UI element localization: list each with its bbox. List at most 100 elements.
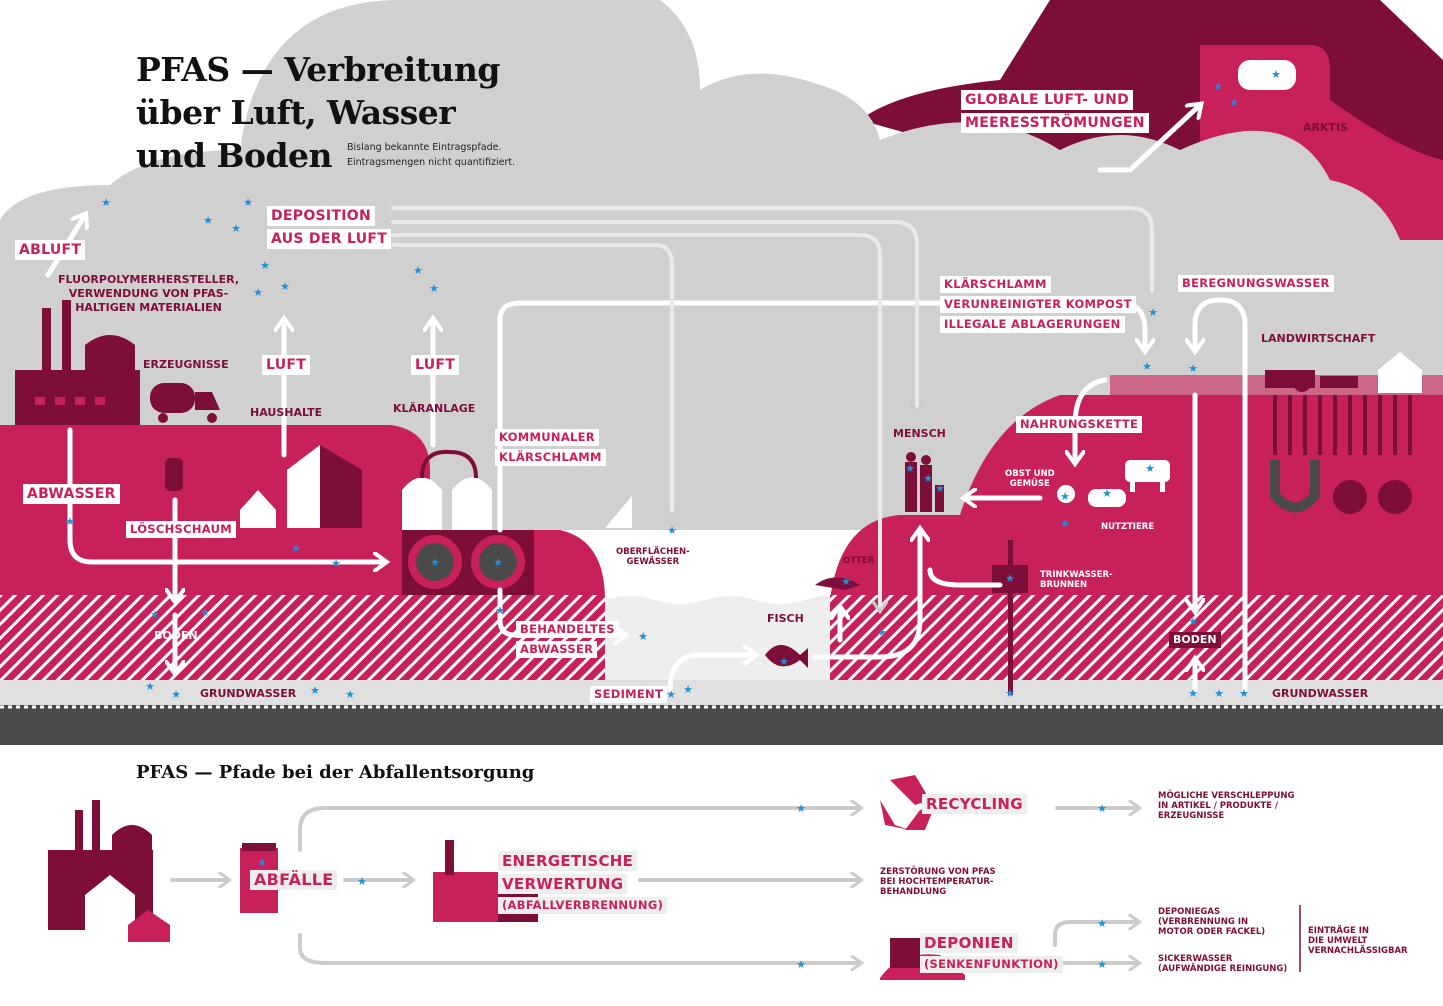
label-boden-right: BODEN [1169, 632, 1221, 648]
label-kommunaler-klaerschlamm: KOMMUNALER KLÄRSCHLAMM [495, 429, 606, 469]
label-nahrungskette: NAHRUNGSKETTE [1016, 416, 1143, 433]
waste-section-title: PFAS — Pfade bei der Abfallentsorgung [136, 762, 535, 783]
label-obst-gemuese: OBST UND GEMÜSE [1005, 469, 1055, 489]
svg-text:★: ★ [291, 542, 301, 555]
svg-text:★: ★ [1214, 687, 1224, 700]
label-zerstoerung: ZERSTÖRUNG VON PFAS BEI HOCHTEMPERATUR- … [880, 867, 996, 897]
label-line: FLUORPOLYMERHERSTELLER, [58, 273, 240, 286]
svg-text:★: ★ [1188, 362, 1198, 375]
svg-text:★: ★ [1148, 306, 1158, 319]
label-line: (VERBRENNUNG IN [1158, 917, 1249, 927]
label-deponiegas: DEPONIEGAS (VERBRENNUNG IN MOTOR ODER FA… [1158, 907, 1265, 937]
label-line: KLÄRSCHLAMM [495, 449, 606, 466]
title-line: PFAS — Verbreitung [136, 50, 500, 89]
polar-bear-icon [1238, 60, 1296, 90]
label-beregnungswasser: BEREGNUNGSWASSER [1178, 275, 1334, 292]
svg-text:★: ★ [345, 688, 355, 701]
label-boden-left: BODEN [154, 629, 198, 642]
svg-text:★: ★ [1188, 687, 1198, 700]
svg-text:★: ★ [1271, 68, 1281, 81]
subtitle: Bislang bekannte Eintragspfade. Eintrags… [347, 140, 515, 170]
label-erzeugnisse: ERZEUGNISSE [143, 358, 229, 371]
label-line: ERZEUGNISSE [1158, 811, 1225, 821]
svg-text:★: ★ [683, 683, 693, 696]
svg-text:★: ★ [638, 630, 648, 643]
svg-text:★: ★ [429, 282, 439, 295]
svg-text:★: ★ [171, 688, 181, 701]
label-luft-plant: LUFT [411, 355, 460, 375]
label-line: SICKERWASSER [1158, 954, 1233, 964]
svg-text:★: ★ [203, 214, 213, 227]
farm-field-icon [1265, 352, 1422, 514]
svg-text:★: ★ [243, 196, 253, 209]
otter-icon [815, 577, 860, 590]
label-line: VERUNREINIGTER KOMPOST [940, 296, 1136, 313]
svg-text:★: ★ [905, 462, 915, 475]
label-landwirtschaft: LANDWIRTSCHAFT [1261, 332, 1376, 345]
svg-text:★: ★ [495, 604, 505, 617]
label-arktis: ARKTIS [1303, 121, 1349, 134]
label-sediment: SEDIMENT [590, 686, 668, 703]
label-global-currents: GLOBALE LUFT- UND MEERESSTRÖMUNGEN [961, 90, 1149, 136]
label-producers: FLUORPOLYMERHERSTELLER, VERWENDUNG VON P… [58, 273, 239, 315]
svg-text:★: ★ [1097, 802, 1107, 815]
label-line: KLÄRSCHLAMM [940, 276, 1051, 293]
label-line: DIE UMWELT [1308, 936, 1368, 946]
svg-text:★: ★ [65, 515, 75, 528]
svg-text:★: ★ [1239, 687, 1249, 700]
label-line: VERNACHLÄSSIGBAR [1308, 946, 1408, 956]
subtitle-line: Bislang bekannte Eintragspfade. [347, 142, 502, 153]
svg-text:★: ★ [877, 626, 887, 639]
label-line: ILLEGALE ABLAGERUNGEN [940, 316, 1125, 333]
svg-text:★: ★ [1097, 917, 1107, 930]
sailboat-icon [605, 496, 632, 528]
label-line: BEHANDLUNG [880, 887, 947, 897]
label-loeschschaum: LÖSCHSCHAUM [126, 521, 237, 538]
svg-text:★: ★ [841, 575, 851, 588]
svg-text:★: ★ [260, 259, 270, 272]
svg-text:★: ★ [1060, 517, 1070, 530]
label-klaeranlage: KLÄRANLAGE [393, 402, 476, 415]
svg-text:★: ★ [231, 222, 241, 235]
svg-text:★: ★ [357, 875, 367, 888]
label-line: OBST UND [1005, 469, 1055, 479]
svg-text:★: ★ [1005, 687, 1015, 700]
label-luft-households: LUFT [262, 355, 311, 375]
soil-layer-left [0, 595, 605, 685]
page-title: PFAS — Verbreitung über Luft, Wasser und… [136, 48, 500, 177]
fire-extinguisher-icon [165, 458, 183, 491]
svg-text:★: ★ [101, 196, 111, 209]
svg-text:★: ★ [1188, 615, 1198, 628]
label-line: AUS DER LUFT [267, 229, 392, 249]
groundwater-band [0, 705, 1443, 745]
label-line: MEERESSTRÖMUNGEN [961, 113, 1149, 133]
label-line: KOMMUNALER [495, 429, 599, 446]
label-line: VERWENDUNG VON PFAS- [68, 287, 229, 300]
svg-text:★: ★ [1102, 487, 1112, 500]
svg-text:★: ★ [796, 802, 806, 815]
label-deposition: DEPOSITION AUS DER LUFT [267, 206, 392, 252]
svg-text:★: ★ [430, 556, 440, 569]
truck-icon [150, 383, 220, 423]
label-otter: OTTER [843, 556, 875, 566]
svg-text:★: ★ [257, 856, 267, 869]
label-nutztiere: NUTZTIERE [1101, 522, 1155, 532]
svg-text:★: ★ [1097, 958, 1107, 971]
svg-text:★: ★ [923, 472, 933, 485]
label-verschleppung: MÖGLICHE VERSCHLEPPUNG IN ARTIKEL / PROD… [1158, 791, 1294, 821]
label-line: MÖGLICHE VERSCHLEPPUNG [1158, 791, 1295, 801]
label-line: GLOBALE LUFT- UND [961, 90, 1134, 110]
title-line: über Luft, Wasser [136, 93, 456, 132]
svg-text:★: ★ [145, 680, 155, 693]
svg-text:★: ★ [413, 264, 423, 277]
label-line: IN ARTIKEL / PRODUKTE / [1158, 801, 1278, 811]
label-energetische-verwertung: ENERGETISCHE VERWERTUNG (ABFALLVERBRENNU… [498, 851, 668, 917]
svg-text:★: ★ [935, 482, 945, 495]
label-abluft: ABLUFT [15, 240, 86, 260]
svg-text:★: ★ [1005, 572, 1015, 585]
cow-icon [1125, 460, 1170, 492]
label-klaerschlamm-kompost: KLÄRSCHLAMM VERUNREINIGTER KOMPOST ILLEG… [940, 276, 1136, 336]
svg-text:★: ★ [796, 958, 806, 971]
svg-text:★: ★ [331, 557, 341, 570]
label-oberflaechengewaesser: OBERFLÄCHEN- GEWÄSSER [616, 547, 690, 567]
